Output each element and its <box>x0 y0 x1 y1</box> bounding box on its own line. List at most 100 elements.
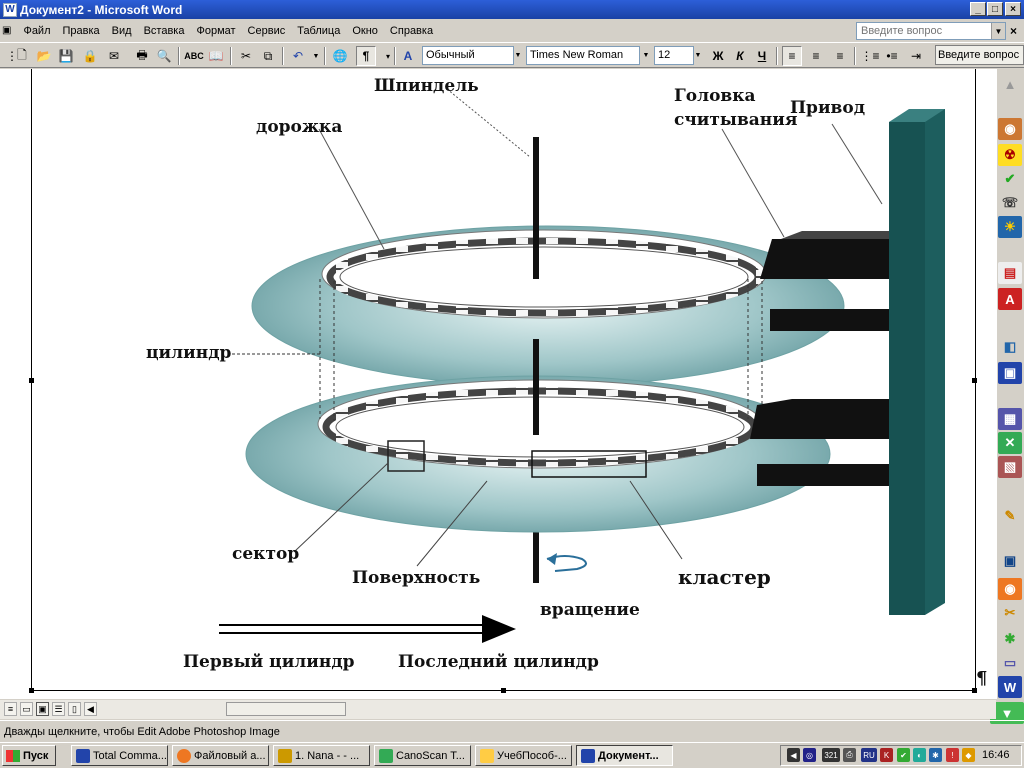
cut-icon[interactable]: ✂ <box>240 49 252 63</box>
resize-handle-left[interactable] <box>29 378 34 383</box>
underline-button[interactable]: Ч <box>757 49 767 63</box>
menu-file[interactable]: Файл <box>23 24 51 37</box>
word-app-icon[interactable]: W <box>3 2 17 17</box>
menu-window[interactable]: Окно <box>352 24 378 37</box>
indent-icon[interactable]: ⇥ <box>910 49 922 63</box>
excel-shortcut-icon[interactable]: ✕ <box>998 432 1022 454</box>
taskbar-clock[interactable]: 16:46 <box>982 749 1010 761</box>
style-dropdown-icon[interactable]: ▼ <box>514 52 522 59</box>
save-shortcut-icon[interactable]: ▣ <box>998 362 1022 384</box>
research-icon[interactable]: 📖 <box>208 49 224 63</box>
font-dropdown-icon[interactable]: ▼ <box>642 52 650 59</box>
scroll-up-icon[interactable]: ▲ <box>1003 76 1017 92</box>
styles-pane-icon[interactable]: A <box>403 49 413 63</box>
resize-handle-bottom-left[interactable] <box>29 688 34 693</box>
menu-table[interactable]: Таблица <box>297 24 341 37</box>
help-search-button[interactable]: Введите вопрос <box>935 45 1024 65</box>
alert-tray-icon[interactable]: ! <box>946 748 959 762</box>
restore-button[interactable]: □ <box>987 2 1003 16</box>
email-icon[interactable]: ✉ <box>108 49 120 63</box>
task-canoscan[interactable]: CanoScan T... <box>374 745 471 766</box>
toolbar-overflow-icon[interactable]: ▾ <box>385 51 390 61</box>
normal-view-icon[interactable]: ≡ <box>4 702 17 716</box>
scroll-down-icon[interactable]: ▼ <box>990 702 1024 724</box>
resize-handle-right[interactable] <box>972 378 977 383</box>
phone-shortcut-icon[interactable]: ☏ <box>1001 195 1019 210</box>
minimize-button[interactable]: _ <box>970 2 986 16</box>
numbering-icon[interactable]: ⋮≡ <box>860 49 880 63</box>
save-icon[interactable]: 💾 <box>58 49 74 63</box>
print-layout-view-icon[interactable]: ▣ <box>36 702 49 716</box>
style-select[interactable]: Обычный <box>422 46 514 65</box>
task-total-commander[interactable]: Total Comma... <box>71 745 168 766</box>
folder-shortcut-icon[interactable]: ▭ <box>1003 655 1017 670</box>
start-button[interactable]: Пуск <box>2 745 56 766</box>
hyperlink-icon[interactable]: 🌐 <box>332 49 348 63</box>
horizontal-scrollbar[interactable] <box>0 699 996 719</box>
document-close-button[interactable]: × <box>1010 24 1018 38</box>
new-document-icon[interactable]: 🗋 <box>17 47 27 62</box>
help-question-input[interactable] <box>856 22 1006 40</box>
task-nana[interactable]: 1. Nana - - ... <box>273 745 370 766</box>
spelling-icon[interactable]: ABC <box>184 51 204 61</box>
menu-insert[interactable]: Вставка <box>143 24 185 37</box>
font-select[interactable]: Times New Roman <box>526 46 640 65</box>
disc-tray-icon[interactable]: ◎ <box>803 748 816 762</box>
resize-handle-bottom-right[interactable] <box>972 688 977 693</box>
tools-shortcut-icon[interactable]: ✂ <box>1004 605 1016 620</box>
open-folder-icon[interactable]: 📂 <box>36 49 52 63</box>
bold-button[interactable]: Ж <box>712 49 724 63</box>
task-word-document[interactable]: Документ... <box>576 745 673 766</box>
show-formatting-button[interactable]: ¶ <box>356 46 376 66</box>
shield-tray-icon[interactable]: ◆ <box>962 748 975 762</box>
check-shortcut-icon[interactable]: ✔ <box>1004 171 1016 186</box>
network-shortcut-icon[interactable]: ◧ <box>1003 339 1017 354</box>
menu-format[interactable]: Формат <box>196 24 236 37</box>
antivirus-tray-icon[interactable]: K <box>880 748 893 762</box>
italic-button[interactable]: К <box>736 49 744 63</box>
help-dropdown-arrow[interactable]: ▼ <box>991 23 1005 39</box>
star-shortcut-icon[interactable]: ✱ <box>1004 631 1016 646</box>
radiation-shortcut-icon[interactable]: ☢ <box>998 144 1022 166</box>
browser-shortcut-icon[interactable]: ◉ <box>998 578 1022 600</box>
bullets-icon[interactable]: •≡ <box>886 49 898 63</box>
scroll-left-icon[interactable]: ◀ <box>84 702 97 716</box>
close-button[interactable]: × <box>1005 2 1021 16</box>
print-preview-icon[interactable]: 🔍 <box>156 49 172 63</box>
word-shortcut-icon[interactable]: W <box>998 676 1022 698</box>
undo-icon[interactable]: ↶ <box>292 49 304 63</box>
printer-tray-icon[interactable]: ⎙ <box>843 748 856 762</box>
print-icon[interactable]: 🖶 <box>136 47 148 62</box>
check-tray-icon[interactable]: ✔ <box>897 748 910 762</box>
scroll-thumb[interactable] <box>226 702 346 716</box>
font-size-dropdown-icon[interactable]: ▼ <box>694 52 702 59</box>
align-left-icon[interactable]: ≡ <box>782 46 802 66</box>
language-indicator[interactable]: RU <box>861 748 877 762</box>
task-firefox[interactable]: Файловый а... <box>172 745 269 766</box>
disk-diagram-image[interactable] <box>32 69 975 690</box>
doc-menu-icon[interactable]: ▣ <box>2 25 12 36</box>
undo-dropdown-icon[interactable]: ▼ <box>312 52 320 60</box>
counter-tray-badge[interactable]: 321 <box>822 748 840 762</box>
outline-view-icon[interactable]: ☰ <box>52 702 65 716</box>
permission-icon[interactable]: 🔒 <box>82 49 98 63</box>
bluetooth-tray-icon[interactable]: ✱ <box>929 748 942 762</box>
menu-view[interactable]: Вид <box>111 24 132 37</box>
network-tray-icon[interactable]: ◐ <box>913 748 926 762</box>
task-uchebposob[interactable]: УчебПособ-... <box>475 745 572 766</box>
graph-shortcut-icon[interactable]: ▧ <box>998 456 1022 478</box>
menu-tools[interactable]: Сервис <box>247 24 286 37</box>
justify-icon[interactable]: ≡ <box>836 49 844 63</box>
chart-shortcut-icon[interactable]: ▦ <box>998 408 1022 430</box>
floppy-shortcut-icon[interactable]: ▣ <box>1003 553 1017 568</box>
firefox-shortcut-icon[interactable]: ◉ <box>998 118 1022 140</box>
menu-help[interactable]: Справка <box>389 24 434 37</box>
acrobat-shortcut-icon[interactable]: A <box>998 288 1022 310</box>
reading-view-icon[interactable]: ▯ <box>68 702 81 716</box>
copy-icon[interactable]: ⧉ <box>263 48 273 63</box>
pdf-shortcut-icon[interactable]: ▤ <box>998 262 1022 284</box>
sun-shortcut-icon[interactable]: ☀ <box>998 216 1022 238</box>
pencil-shortcut-icon[interactable]: ✎ <box>1004 508 1016 523</box>
font-size-select[interactable]: 12 <box>654 46 694 65</box>
web-view-icon[interactable]: ▭ <box>20 702 33 716</box>
